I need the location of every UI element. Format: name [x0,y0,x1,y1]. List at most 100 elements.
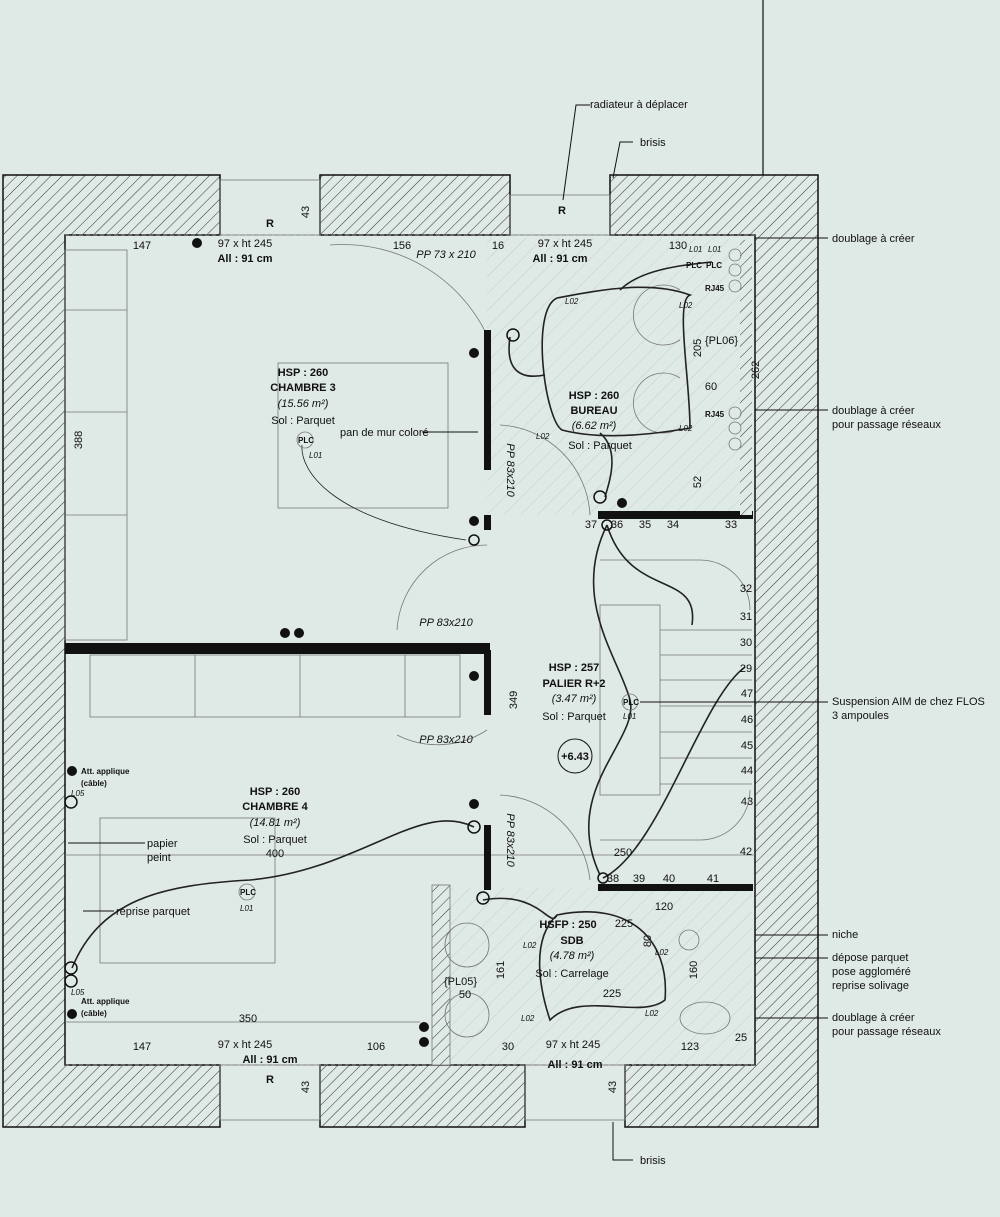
plan-label: (15.56 m²) [278,398,329,410]
plan-label: 45 [741,740,753,752]
plan-label: L01 [623,712,636,721]
plan-label: pan de mur coloré [340,427,429,439]
room-palier: HSP : 257 PALIER R+2 (3.47 m²) Sol : Par… [542,662,606,723]
plan-label: 50 [459,989,471,1001]
plan-label: Att. applique [81,997,130,1006]
level-marker: +6.43 [561,751,589,763]
plan-label: 350 [239,1013,257,1025]
plan-label: 30 [502,1041,514,1053]
plan-label: (câble) [81,779,107,788]
plan-label: reprise solivage [832,980,909,992]
plan-label: L02 [645,1009,659,1018]
plan-label: {PL06} [705,335,738,347]
plan-label: 42 [740,846,752,858]
plan-label: Sol : Parquet [243,834,307,846]
plan-label: Suspension AIM de chez FLOS [832,696,985,708]
plan-label: PP 83x210 [419,617,473,629]
plan-label: L02 [565,297,579,306]
plan-label: R [266,218,274,230]
plan-label: 262 [750,361,762,379]
plan-label: CHAMBRE 3 [270,382,335,394]
plan-label: peint [147,852,171,864]
plan-label: 106 [367,1041,385,1053]
plan-label: All : 91 cm [242,1054,297,1066]
dimensions: 147 156 16 130 388 205 262 60 52 349 250… [73,240,762,1053]
plan-label: 32 [740,583,752,595]
exterior-walls [2,0,819,1128]
plan-label: (câble) [81,1009,107,1018]
plan-label: 3 ampoules [832,710,889,722]
plan-label: 161 [495,961,507,979]
plan-label: 349 [508,691,520,709]
stair-step-numbers: 29 30 31 32 33 34 35 36 37 38 39 40 41 4… [585,519,753,885]
electrical-wiring [64,238,746,1047]
plan-label: PLC [240,888,256,897]
plan-label: 16 [492,240,504,252]
plan-label: SDB [560,935,583,947]
room-chambre-3: HSP : 260 CHAMBRE 3 (15.56 m²) Sol : Par… [270,367,335,427]
plan-label: niche [832,929,858,941]
plan-label: PLC [623,698,639,707]
plan-label: Att. applique [81,767,130,776]
plan-label: PLC [298,436,314,445]
plan-label: brisis [640,1155,666,1167]
plan-label: 130 [669,240,687,252]
electrical-symbols: PLC L01 PLC L01 PLC L01 PLC PLC L01 L01 … [71,245,738,1023]
plan-label: (4.78 m²) [550,950,595,962]
plan-label: 44 [741,765,753,777]
plan-label: 156 [393,240,411,252]
plan-label: 34 [667,519,679,531]
plan-label: 97 x ht 245 [546,1039,600,1051]
plan-label: All : 91 cm [217,253,272,265]
room-chambre-4: HSP : 260 CHAMBRE 4 (14.81 m²) Sol : Par… [242,786,308,846]
plan-label: 46 [741,714,753,726]
callouts: radiateur à déplacer brisis doublage à c… [562,99,985,1167]
plan-label: 29 [740,663,752,675]
plan-label: Sol : Carrelage [535,968,608,980]
plan-label: 30 [740,637,752,649]
plan-label: L05 [71,789,85,798]
plan-label: 36 [611,519,623,531]
plan-label: 80 [642,935,654,947]
plan-label: brisis [640,137,666,149]
plan-label: (14.81 m²) [250,817,301,829]
plan-label: (3.47 m²) [552,693,597,705]
plan-label: pour passage réseaux [832,419,941,431]
plan-label: 205 [692,339,704,357]
plan-label: 400 [266,848,284,860]
plan-label: 97 x ht 245 [538,238,592,250]
plan-label: 43 [607,1081,619,1093]
plan-label: 41 [707,873,719,885]
plan-label: 120 [655,901,673,913]
plan-label: 52 [692,476,704,488]
plan-label: 225 [615,918,633,930]
plan-label: All : 91 cm [532,253,587,265]
plan-label: pose aggloméré [832,966,911,978]
plan-label: (6.62 m²) [572,420,617,432]
plan-label: 147 [133,240,151,252]
plan-label: pour passage réseaux [832,1026,941,1038]
plan-label: doublage à créer [832,405,915,417]
plan-label: doublage à créer [832,1012,915,1024]
plan-label: BUREAU [570,405,617,417]
plan-label: L02 [536,432,550,441]
plan-label: PALIER R+2 [542,678,605,690]
plan-label: reprise parquet [116,906,190,918]
plan-label: 97 x ht 245 [218,1039,272,1051]
room-bureau: HSP : 260 BUREAU (6.62 m²) Sol : Parquet [568,390,632,452]
plan-label: R [266,1074,274,1086]
plan-label: 250 [614,847,632,859]
plan-label: 43 [300,1081,312,1093]
plan-label: RJ45 [705,284,725,293]
plan-label: HSP : 260 [250,786,301,798]
plan-label: 147 [133,1041,151,1053]
plan-label: doublage à créer [832,233,915,245]
plan-label: 60 [705,381,717,393]
plan-label: L02 [679,424,693,433]
plan-label: L02 [521,1014,535,1023]
plan-label: 47 [741,688,753,700]
plan-label: 38 [607,873,619,885]
plan-label: PP 83x210 [504,443,516,497]
plan-label: All : 91 cm [547,1059,602,1071]
